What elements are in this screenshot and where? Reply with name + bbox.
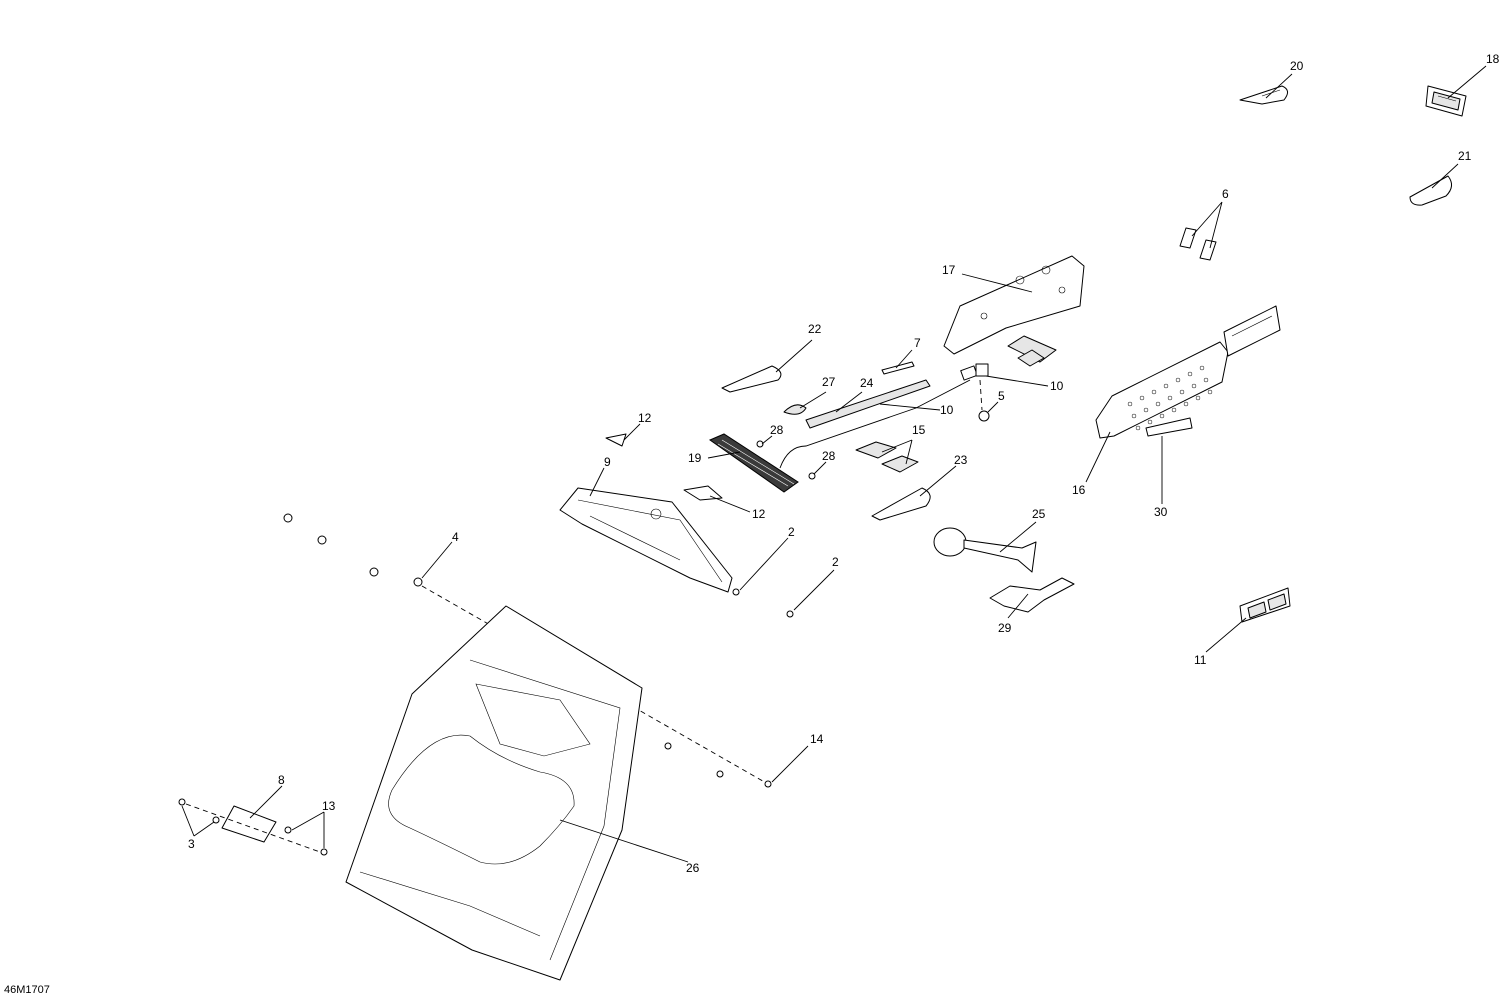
part-19[interactable] xyxy=(708,433,799,493)
callout-10a: 10 xyxy=(1050,379,1064,393)
callout-10b: 10 xyxy=(940,403,954,417)
callout-5: 5 xyxy=(998,389,1005,403)
part-13[interactable] xyxy=(284,826,328,856)
callout-6: 6 xyxy=(1222,187,1229,201)
part-24[interactable] xyxy=(805,379,931,429)
drawing-code: 46M1707 xyxy=(4,984,50,996)
callout-12a: 12 xyxy=(638,411,652,425)
callout-24: 24 xyxy=(860,376,874,390)
part-20[interactable] xyxy=(1239,85,1288,105)
callout-19: 19 xyxy=(688,451,702,465)
part-2[interactable] xyxy=(732,588,794,618)
callout-22: 22 xyxy=(808,322,822,336)
callout-2b: 2 xyxy=(832,555,839,569)
callout-16: 16 xyxy=(1072,483,1086,497)
callout-9: 9 xyxy=(604,455,611,469)
part-30[interactable] xyxy=(1145,417,1193,437)
leader-lines xyxy=(181,65,1487,863)
callout-8: 8 xyxy=(278,773,285,787)
callout-2a: 2 xyxy=(788,525,795,539)
part-6[interactable] xyxy=(1179,227,1217,261)
callout-7: 7 xyxy=(914,336,921,350)
callout-3: 3 xyxy=(188,837,195,851)
callout-26: 26 xyxy=(686,861,700,875)
part-18[interactable] xyxy=(1425,85,1467,117)
part-11[interactable] xyxy=(1239,587,1291,623)
part-21[interactable] xyxy=(1409,175,1452,206)
part-28[interactable] xyxy=(756,440,816,480)
callout-14: 14 xyxy=(810,732,824,746)
part-9[interactable] xyxy=(559,487,733,593)
callout-20: 20 xyxy=(1290,59,1304,73)
callout-28b: 28 xyxy=(822,449,836,463)
callout-28a: 28 xyxy=(770,423,784,437)
part-15[interactable] xyxy=(855,441,919,473)
part-8[interactable] xyxy=(178,798,321,853)
part-26[interactable] xyxy=(345,605,643,981)
part-29[interactable] xyxy=(989,577,1075,613)
callout-13: 13 xyxy=(322,799,336,813)
callout-18: 18 xyxy=(1486,52,1500,66)
part-12-lower[interactable] xyxy=(683,485,723,501)
callout-15: 15 xyxy=(912,423,926,437)
part-23[interactable] xyxy=(871,487,931,521)
callout-30: 30 xyxy=(1154,505,1168,519)
part-10[interactable] xyxy=(779,363,989,469)
part-25[interactable] xyxy=(933,527,1037,573)
callout-labels: 20 18 21 6 17 22 7 27 24 10 10 5 12 28 1… xyxy=(188,52,1500,875)
part-12-upper[interactable] xyxy=(605,433,627,447)
callout-21: 21 xyxy=(1458,149,1472,163)
part-5[interactable] xyxy=(978,410,990,422)
callout-11: 11 xyxy=(1194,653,1207,667)
callout-4: 4 xyxy=(452,530,459,544)
part-22[interactable] xyxy=(721,365,782,393)
callout-17: 17 xyxy=(942,263,956,277)
part-16[interactable] xyxy=(1095,305,1281,439)
callout-29: 29 xyxy=(998,621,1012,635)
callout-27: 27 xyxy=(822,375,836,389)
part-14[interactable] xyxy=(630,716,772,788)
panel-16-holes xyxy=(1127,365,1213,431)
callout-23: 23 xyxy=(954,453,968,467)
part-17[interactable] xyxy=(943,255,1085,367)
part-7[interactable] xyxy=(881,361,915,375)
callout-25: 25 xyxy=(1032,507,1046,521)
callout-12b: 12 xyxy=(752,507,766,521)
